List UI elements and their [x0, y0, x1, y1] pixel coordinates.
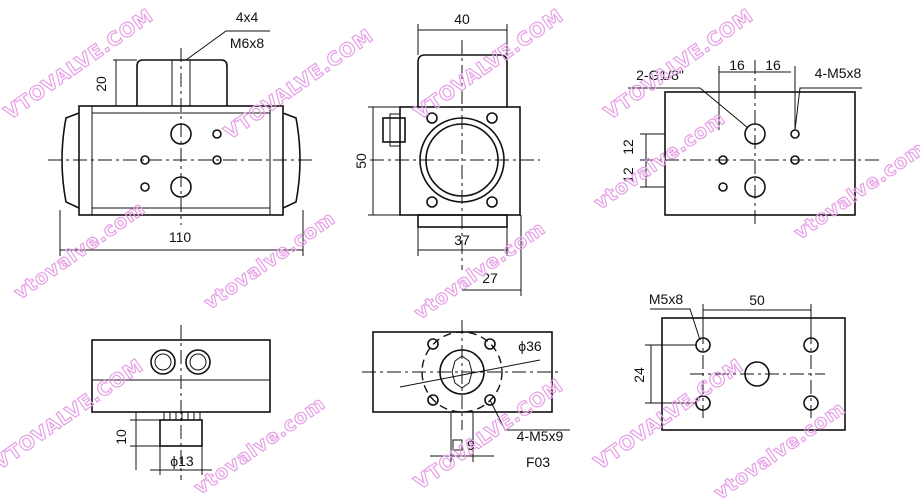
top-spacing-b: 16 [765, 57, 781, 73]
bottom-left-view: 10 ϕ13 [91, 325, 271, 480]
bottom-view: ϕ36 4-M5x9 F03 9 [362, 320, 570, 470]
watermark-text: VTOVALVE.COM [410, 5, 567, 124]
watermark-layer: VTOVALVE.COM VTOVALVE.COM VTOVALVE.COM V… [0, 4, 920, 502]
br-height-dim: 24 [631, 367, 647, 383]
side-height-dim: 50 [353, 153, 369, 169]
bolt-thread-label: 4-M5x9 [517, 428, 564, 444]
side-view: 40 50 37 27 [353, 11, 540, 296]
shaft-thread-label: M6x8 [230, 35, 264, 51]
square-drive-label: 9 [467, 437, 475, 453]
front-height-dim: 20 [93, 76, 109, 92]
watermark-text: vtovalve.com [200, 207, 339, 314]
bolt-circle-dim: ϕ36 [518, 338, 542, 354]
front-width-dim: 110 [169, 229, 192, 245]
top-thread-label: 4-M5x8 [815, 65, 862, 81]
watermark-text: vtovalve.com [710, 397, 849, 502]
side-top-dim: 40 [454, 11, 470, 27]
top-v-dim-b: 12 [620, 167, 636, 183]
top-view: 16 16 2-G1/8" 4-M5x8 12 12 [620, 57, 880, 228]
port-label: 2-G1/8" [636, 67, 684, 83]
bl-height-dim: 10 [113, 429, 129, 445]
watermark-text: vtovalve.com [10, 197, 149, 304]
watermark-text: vtovalve.com [190, 392, 329, 499]
side-offset-dim: 27 [482, 270, 498, 286]
front-view: 110 20 4x4 M6x8 [48, 9, 312, 256]
bl-diameter-dim: ϕ13 [170, 453, 194, 469]
br-width-dim: 50 [749, 292, 765, 308]
top-spacing-a: 16 [729, 57, 745, 73]
bottom-right-view: M5x8 50 24 [631, 291, 846, 431]
shaft-key-label: 4x4 [236, 9, 259, 25]
top-v-dim-a: 12 [620, 139, 636, 155]
br-thread-label: M5x8 [649, 291, 683, 307]
watermark-text: VTOVALVE.COM [0, 355, 148, 474]
flange-label: F03 [526, 454, 550, 470]
watermark-text: vtovalve.com [410, 217, 549, 324]
watermark-text: VTOVALVE.COM [590, 355, 747, 474]
side-bottom-dim: 37 [454, 232, 470, 248]
